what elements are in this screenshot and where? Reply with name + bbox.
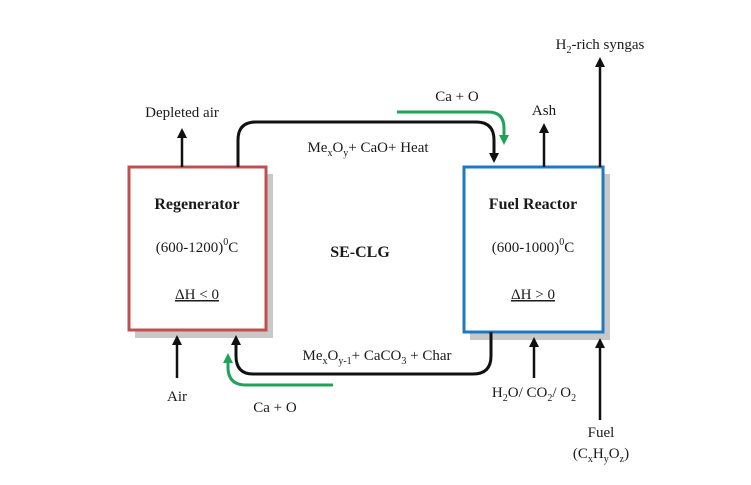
top-flow-arrow bbox=[236, 120, 499, 167]
gasifying-agent-label: H2O/ CO2/ O2 bbox=[492, 385, 576, 404]
fuel-reactor-box: Fuel Reactor (600-1000)0C ΔH > 0 bbox=[462, 165, 610, 340]
fuel-reactor-frame bbox=[462, 165, 605, 334]
bottom-flow-label: MexOy-1+ CaCO3 + Char bbox=[302, 348, 451, 367]
fuel-formula: (CxHyOz) bbox=[573, 446, 629, 465]
ash-label: Ash bbox=[532, 103, 557, 119]
regenerator-enthalpy: ΔH < 0 bbox=[175, 287, 219, 303]
top-calcium-arrow bbox=[397, 110, 509, 145]
regenerator-box: Regenerator (600-1200)0C ΔH < 0 bbox=[127, 165, 273, 338]
process-title: SE-CLG bbox=[330, 244, 390, 261]
fuel-reactor-temperature: (600-1000)0C bbox=[492, 237, 575, 256]
bottom-flow-arrow bbox=[231, 332, 493, 376]
regenerator-title: Regenerator bbox=[154, 196, 239, 213]
air-label: Air bbox=[167, 389, 187, 405]
fuel-reactor-title: Fuel Reactor bbox=[489, 196, 577, 213]
regenerator-frame bbox=[127, 165, 268, 332]
bottom-calcium-label: Ca + O bbox=[253, 400, 297, 416]
fuel-reactor-enthalpy: ΔH > 0 bbox=[511, 287, 555, 303]
bottom-calcium-arrow bbox=[223, 353, 333, 387]
regenerator-temperature: (600-1200)0C bbox=[156, 237, 239, 256]
syngas-label: H2-rich syngas bbox=[556, 37, 645, 56]
top-flow-label: MexOy+ CaO+ Heat bbox=[307, 140, 429, 159]
fuel-label: Fuel bbox=[588, 425, 615, 441]
top-calcium-label: Ca + O bbox=[435, 89, 479, 105]
depleted-air-label: Depleted air bbox=[145, 105, 219, 121]
